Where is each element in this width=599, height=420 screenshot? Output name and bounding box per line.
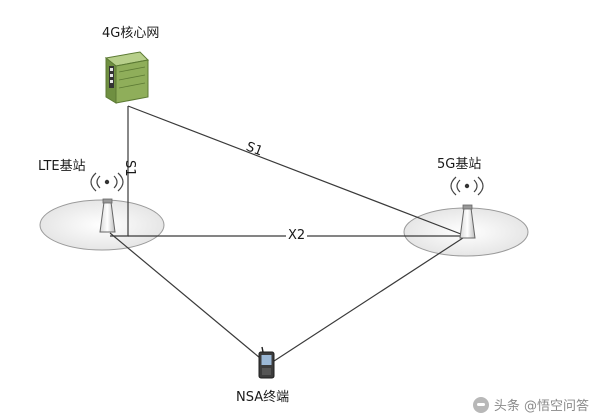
watermark: 头条 @悟空问答 xyxy=(472,395,589,414)
5g-antenna-icon xyxy=(450,176,484,239)
nsa-terminal-label: NSA终端 xyxy=(236,390,290,405)
core-network-label: 4G核心网 xyxy=(102,26,160,41)
core-server-icon xyxy=(104,51,150,104)
lte-station-label: LTE基站 xyxy=(38,159,86,174)
link-lte-ue xyxy=(109,232,267,364)
link-5g-ue xyxy=(270,235,467,364)
link-core-5g xyxy=(127,105,467,237)
s1-core-lte-label: S1 xyxy=(122,160,137,177)
5g-station-label: 5G基站 xyxy=(437,157,482,172)
phone-icon xyxy=(258,346,275,379)
watermark-text: 头条 @悟空问答 xyxy=(493,399,589,414)
toutiao-logo-icon xyxy=(472,396,489,413)
x2-label: X2 xyxy=(286,228,308,243)
lte-antenna-icon xyxy=(90,172,124,233)
